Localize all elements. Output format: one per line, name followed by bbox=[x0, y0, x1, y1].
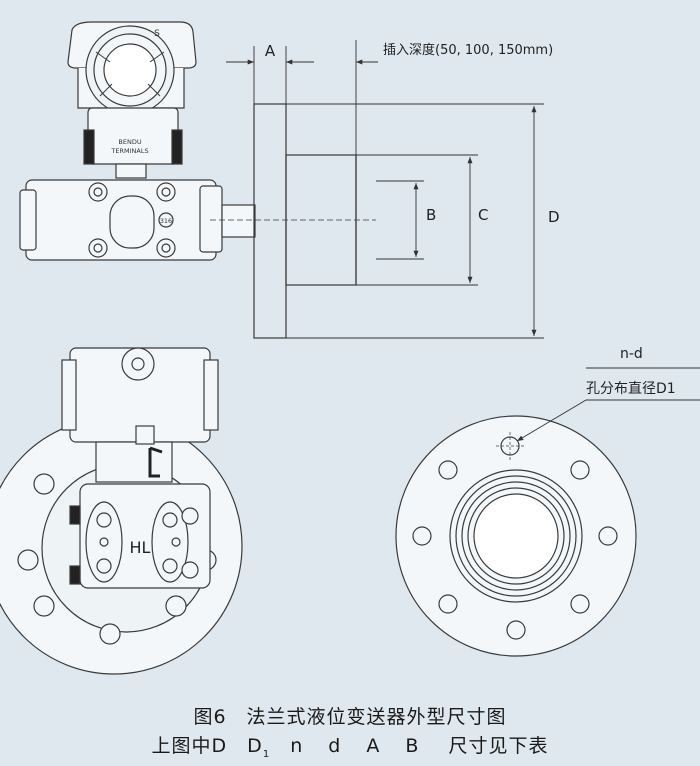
dim-c-label: C bbox=[478, 206, 488, 224]
figure-caption: 图6 法兰式液位变送器外型尺寸图 bbox=[0, 702, 700, 729]
figure-note: 上图中D D1 n d A B 尺寸见下表 bbox=[0, 731, 700, 760]
hl-label: HL bbox=[130, 538, 151, 557]
dim-d-label: D bbox=[548, 208, 560, 226]
hole-callout bbox=[516, 367, 700, 442]
transmitter-side-view bbox=[19, 21, 256, 261]
figure-number: 图6 bbox=[193, 706, 227, 728]
note-suffix: 尺寸见下表 bbox=[448, 735, 549, 757]
housing-mark: S bbox=[154, 29, 160, 39]
note-vars: n d A B bbox=[290, 735, 429, 757]
brand-label: BENDU bbox=[118, 138, 141, 146]
hole-circle-label: 孔分布直径D1 bbox=[586, 380, 676, 397]
note-prefix: 上图中D bbox=[151, 735, 228, 757]
dimension-lines bbox=[226, 40, 544, 339]
dim-a-label: A bbox=[265, 42, 276, 60]
transmitter-front-view bbox=[0, 347, 243, 675]
note-d1: D1 bbox=[247, 735, 271, 760]
flange-face bbox=[395, 415, 637, 657]
terminals-label: TERMINALS bbox=[110, 147, 148, 155]
figure-title: 法兰式液位变送器外型尺寸图 bbox=[246, 706, 507, 728]
model-label: 316 bbox=[160, 217, 172, 225]
dim-b-label: B bbox=[426, 206, 436, 224]
hole-spec-label: n-d bbox=[620, 346, 643, 362]
flange-section bbox=[210, 103, 376, 339]
insertion-depth-label: 插入深度(50, 100, 150mm) bbox=[383, 42, 553, 58]
